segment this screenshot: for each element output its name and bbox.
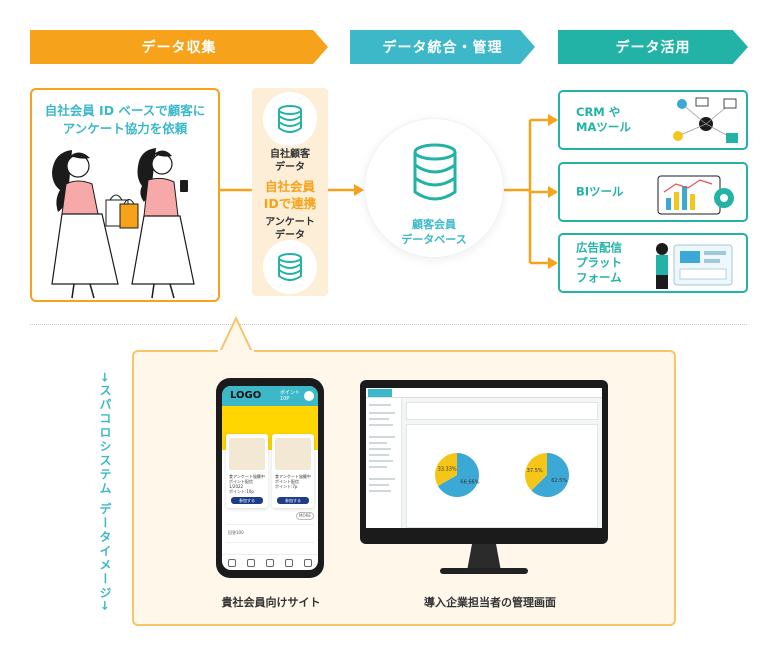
pie2-slice-0	[531, 453, 569, 497]
pie2-label-0: 62.5%	[551, 478, 567, 484]
pie1-label-1: 33.33%	[438, 466, 457, 472]
customer-data-label: 自社顧客 データ	[270, 149, 310, 173]
admin-chart-area: 66.66% 33.33% 62.5% 37.5%	[406, 424, 598, 528]
admin-summary-panel	[406, 402, 598, 420]
callout-pointer	[218, 316, 254, 354]
pie1-slice-1	[435, 453, 457, 486]
site-logo: LOGO	[230, 390, 262, 401]
ad-delivery-illustration	[656, 243, 733, 289]
admin-screen: 66.66% 33.33% 62.5% 37.5%	[366, 388, 602, 528]
survey-database-icon	[263, 240, 317, 294]
points-icon[interactable]	[285, 558, 294, 567]
survey-request-text: 自社会員 ID ベースで顧客に アンケート協力を依頼	[44, 103, 206, 136]
avatar-icon[interactable]	[304, 391, 314, 401]
ad-platform-box: 広告配信 プラット フォーム	[558, 233, 748, 293]
shopping-women-illustration	[51, 148, 195, 299]
crm-network-illustration	[673, 97, 738, 143]
customer-database-icon	[263, 92, 317, 146]
phone-notch	[256, 378, 284, 385]
stage-collect-banner: データ収集	[30, 30, 328, 64]
pie1-slice-0	[437, 453, 479, 497]
admin-screen-caption: 導入企業担当者の管理画面	[424, 596, 556, 609]
survey-card[interactable]: 食アンケート協賛中 ポイント配信 ポイント:7p 参加する	[272, 434, 314, 508]
account-icon[interactable]	[304, 558, 313, 567]
pie2-label-1: 37.5%	[527, 468, 543, 474]
join-survey-button[interactable]: 参加する	[231, 497, 263, 504]
monitor-stand	[467, 544, 501, 570]
join-survey-button[interactable]: 参加する	[277, 497, 309, 504]
pie2-slice-1	[525, 453, 547, 491]
admin-sidebar	[366, 398, 402, 528]
crm-ma-tool-label: CRM や MAツール	[576, 105, 631, 134]
answer-count-text: 回答100	[228, 530, 244, 535]
survey-data-label: アンケート データ	[265, 217, 315, 241]
admin-topbar	[366, 388, 602, 398]
survey-card-image	[275, 438, 311, 470]
monitor-base	[440, 568, 528, 574]
phone-bottom-nav	[222, 554, 318, 570]
bi-dashboard-illustration	[657, 175, 734, 215]
home-icon[interactable]	[227, 558, 236, 567]
pie1-label-0: 66.66%	[460, 480, 479, 486]
stage-utilize-banner: データ活用	[558, 30, 748, 64]
phone-header: LOGO ポイント 10P	[222, 386, 318, 406]
member-site-phone: LOGO ポイント 10P 食アンケート協賛中 ポイント配信1/2022 ポイン…	[216, 378, 324, 578]
admin-brand-mark	[368, 389, 392, 397]
more-button[interactable]: MORE	[296, 512, 314, 520]
history-icon[interactable]	[265, 558, 274, 567]
crm-ma-tool-box: CRM や MAツール	[558, 90, 748, 150]
member-database-label: 顧客会員 データベース	[401, 218, 467, 246]
ad-platform-label: 広告配信 プラット フォーム	[576, 240, 622, 285]
system-data-image-label: →スパコロシステム データイメージ→	[98, 372, 112, 613]
bi-tool-box: BIツール	[558, 162, 748, 222]
survey-card[interactable]: 食アンケート協賛中 ポイント配信1/2022 ポイント:10p 参加する	[226, 434, 268, 508]
survey-icon[interactable]	[246, 558, 255, 567]
member-site-caption: 貴社会員向けサイト	[221, 596, 321, 609]
section-divider	[30, 324, 747, 325]
survey-card-image	[229, 438, 265, 470]
stage-integrate-banner: データ統合・管理	[350, 30, 535, 64]
admin-monitor: 66.66% 33.33% 62.5% 37.5%	[360, 380, 608, 544]
bi-tool-label: BIツール	[576, 184, 624, 199]
phone-screen: LOGO ポイント 10P 食アンケート協賛中 ポイント配信1/2022 ポイン…	[222, 386, 318, 570]
member-database: 顧客会員 データベース	[364, 118, 504, 258]
member-id-link-label: 自社会員 IDで連携	[263, 179, 317, 211]
data-source-panel: 自社顧客 データ 自社会員 IDで連携 アンケート データ	[252, 88, 328, 296]
survey-request-box: 自社会員 ID ベースで顧客に アンケート協力を依頼	[30, 88, 220, 302]
database-icon	[413, 143, 457, 201]
points-display: ポイント 10P	[279, 390, 300, 402]
admin-pie-charts: 66.66% 33.33% 62.5% 37.5%	[435, 453, 569, 497]
